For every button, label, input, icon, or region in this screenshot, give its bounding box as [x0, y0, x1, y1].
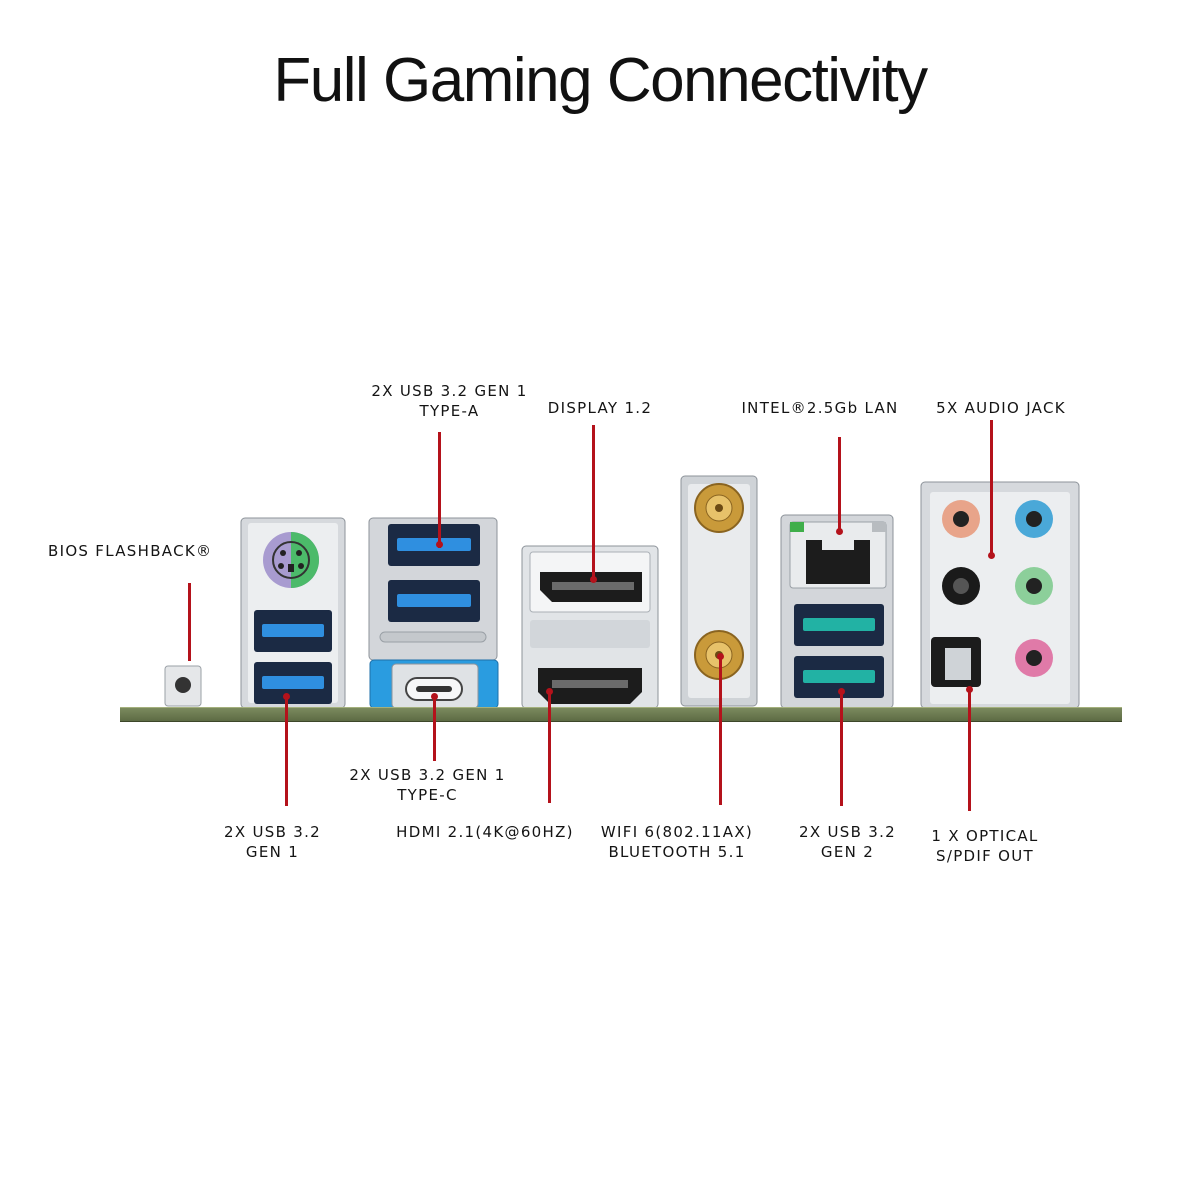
ps2-usb-stack [240, 517, 346, 709]
wifi-antenna-connector-icon [680, 475, 758, 707]
leader-display [592, 425, 595, 581]
label-hdmi: HDMI 2.1(4K@60HZ) [396, 823, 574, 841]
label-audio: 5X AUDIO JACK [936, 399, 1066, 417]
page-title: Full Gaming Connectivity [273, 46, 928, 115]
label-display: DISPLAY 1.2 [547, 399, 653, 417]
leader-dot-usb-typec [431, 693, 438, 700]
optical-port-icon [931, 637, 981, 687]
leader-bios [188, 583, 191, 661]
leader-dot-audio [988, 552, 995, 559]
label-lan: INTEL®2.5Gb LAN [741, 399, 899, 417]
leader-usb-typea [438, 432, 441, 548]
motherboard-edge [120, 707, 1122, 722]
leader-dot-usb-gen2 [838, 688, 845, 695]
leader-usb-gen2 [840, 690, 843, 806]
display-hdmi-stack [521, 545, 659, 709]
leader-dot-display [590, 576, 597, 583]
rj45-lan-port-icon [789, 521, 887, 589]
audio-jack-icon [942, 500, 1053, 677]
leader-audio [990, 420, 993, 557]
usb-a-port-icon [254, 610, 332, 704]
leader-lan [838, 437, 841, 533]
lan-usb-stack [780, 514, 894, 709]
hdmi-port-icon [538, 668, 642, 704]
leader-dot-hdmi [546, 688, 553, 695]
leader-dot-usb-gen1 [283, 693, 290, 700]
audio-jack-block [920, 481, 1080, 709]
leader-dot-wifi [717, 653, 724, 660]
usb-c-port-icon [405, 677, 463, 701]
usb-typea-typec-stack [368, 517, 499, 709]
bios-button-icon [164, 665, 202, 707]
label-bios-flashback: BIOS FLASHBACK® [48, 542, 213, 560]
leader-dot-usb-typea [436, 541, 443, 548]
leader-hdmi [548, 690, 551, 803]
ps2-port-icon [263, 532, 319, 588]
leader-optical [968, 688, 971, 811]
leader-usb-gen1 [285, 695, 288, 806]
leader-wifi [719, 655, 722, 805]
leader-dot-optical [966, 686, 973, 693]
displayport-icon [540, 572, 642, 602]
leader-usb-typec [433, 695, 436, 761]
leader-dot-lan [836, 528, 843, 535]
label-wifi: WIFI 6(802.11AX)BLUETOOTH 5.1 [600, 823, 754, 861]
